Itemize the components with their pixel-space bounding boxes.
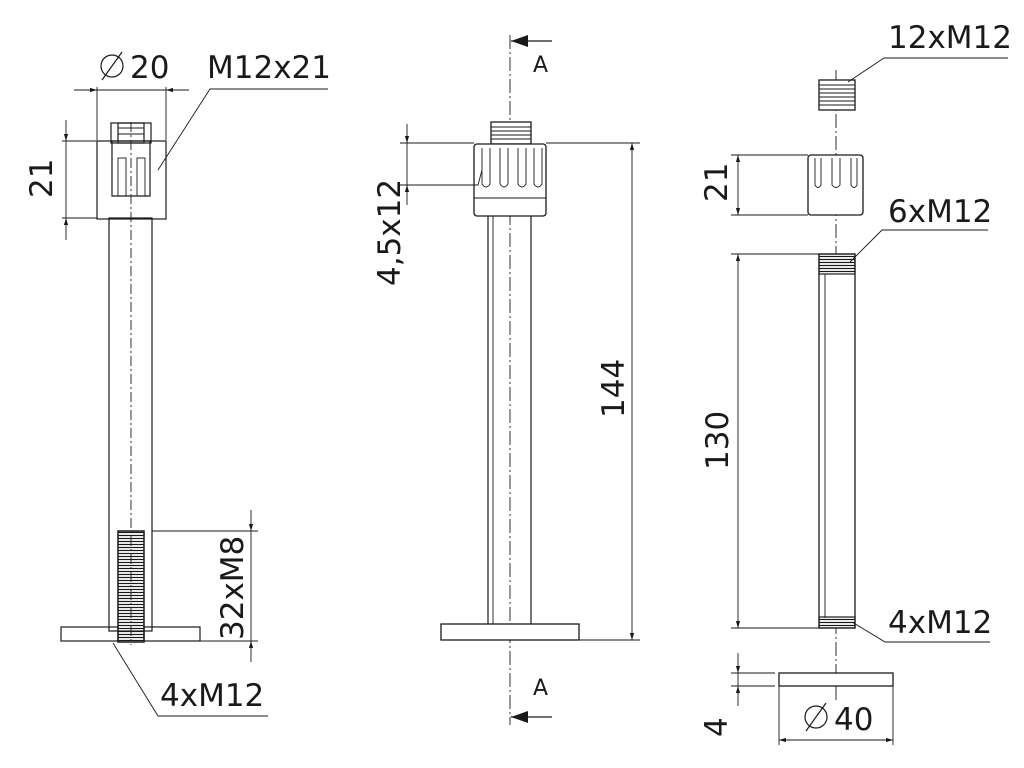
base-thread-label: 4xM12 bbox=[160, 678, 264, 714]
total-height-label: 144 bbox=[596, 359, 632, 418]
base-plate bbox=[440, 623, 580, 641]
top-stub bbox=[490, 121, 532, 145]
exploded-nut bbox=[807, 154, 864, 216]
exploded-top-thread-label: 12xM12 bbox=[888, 20, 1012, 56]
nut-height-label: 21 bbox=[24, 159, 60, 198]
exploded-nut-height-label: 21 bbox=[699, 163, 735, 202]
exploded-plate-diameter-label: 40 bbox=[834, 702, 873, 738]
slot-label: 4,5x12 bbox=[372, 179, 408, 286]
section-mark-bottom: A bbox=[533, 676, 548, 701]
base-plate-section-right bbox=[143, 626, 201, 642]
diameter-icon bbox=[100, 51, 124, 81]
exploded-top-stub bbox=[818, 79, 856, 111]
exploded-base-plate bbox=[778, 672, 894, 687]
nut-bore bbox=[111, 140, 151, 197]
exploded-plate-thickness-label: 4 bbox=[699, 717, 735, 737]
bottom-thread-label: 32xM8 bbox=[215, 536, 251, 640]
base-plate-section-left bbox=[60, 626, 119, 642]
front-view: A A 4,5x12 144 bbox=[372, 35, 640, 725]
exploded-rod bbox=[818, 253, 856, 629]
nut-thread-label: M12x21 bbox=[207, 50, 331, 86]
exploded-view: 12xM12 21 6xM12 4xM12 130 bbox=[699, 20, 1012, 745]
diameter-icon bbox=[804, 702, 828, 732]
diameter-20-label: 20 bbox=[130, 50, 169, 86]
exploded-rod-length-label: 130 bbox=[700, 411, 736, 470]
exploded-rod-bottom-thread-label: 4xM12 bbox=[888, 605, 992, 641]
nut-section bbox=[96, 140, 167, 220]
exploded-rod-top-thread-label: 6xM12 bbox=[888, 194, 992, 230]
section-mark-top: A bbox=[533, 53, 548, 78]
slotted-nut bbox=[473, 143, 547, 217]
section-view: 20 M12x21 21 32xM8 4xM12 bbox=[24, 50, 331, 717]
